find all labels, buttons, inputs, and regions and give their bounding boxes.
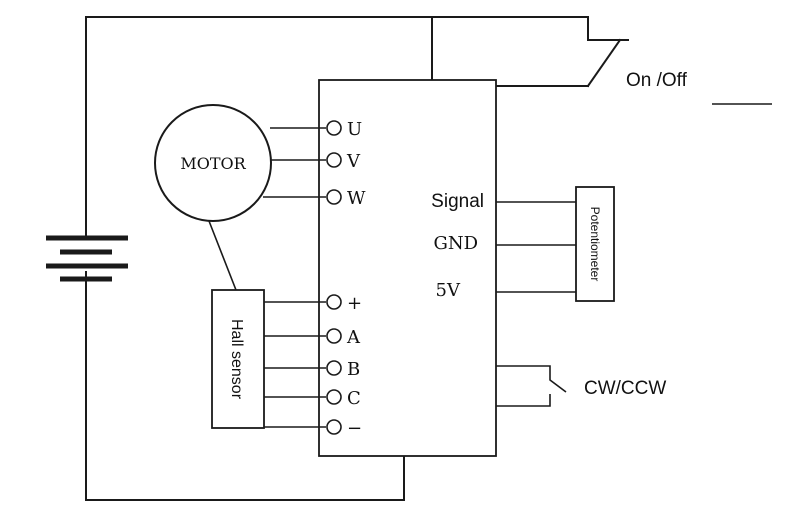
terminal-plus-label: + <box>347 293 362 314</box>
terminal-b-label: B <box>347 359 360 380</box>
battery-symbol <box>46 235 128 282</box>
v5-label: 5V <box>436 280 461 301</box>
motor-phase-wires <box>263 127 326 198</box>
direction-label: CW/CCW <box>584 378 666 399</box>
terminal-a-label: A <box>346 327 361 348</box>
potentiometer-label: Potentiometer <box>588 207 602 282</box>
motor-symbol <box>154 104 272 222</box>
hall-sensor-box <box>211 289 265 429</box>
motor-label: MOTOR <box>180 154 246 173</box>
on-off-switch <box>495 38 772 105</box>
supply-wiring <box>85 16 589 501</box>
hall-sensor-label: Hall sensor <box>228 319 245 400</box>
potentiometer-wires <box>496 201 576 293</box>
potentiometer-box <box>575 186 615 302</box>
terminal-v-label: V <box>346 151 361 172</box>
controller-box <box>318 79 497 457</box>
terminal-minus-label: − <box>347 418 362 439</box>
terminal-w-label: W <box>347 188 366 209</box>
terminal-u-label: U <box>347 119 362 140</box>
terminal-c-label: C <box>347 388 361 409</box>
signal-label: Signal <box>431 191 484 212</box>
switch-label: On /Off <box>626 70 688 91</box>
gnd-label: GND <box>433 233 478 254</box>
direction-switch <box>496 365 567 407</box>
hall-sensor-wires <box>264 301 326 428</box>
hall-terminals <box>326 294 342 435</box>
phase-terminals <box>326 120 342 205</box>
